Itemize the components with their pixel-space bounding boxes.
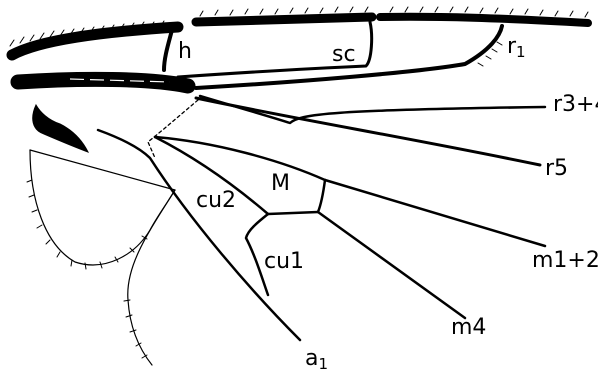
calypter-hairs [27,180,147,358]
m-crossvein [318,180,325,212]
label-h: h [178,41,192,63]
axillary-line [30,150,175,190]
label-sc: sc [332,44,356,66]
humeral-crossvein [164,30,172,70]
label-m4: m4 [451,317,486,339]
label-r34: r3+4 [553,94,598,116]
label-a1: a1 [305,348,328,372]
label-M: M [271,173,290,195]
calypter-margin-2 [128,190,175,365]
label-cu2: cu2 [196,190,236,212]
basal-dashes [148,100,198,158]
calypter-margin [30,150,175,265]
label-m12: m1+2 [532,250,598,272]
costa-vein-3 [380,17,588,23]
label-r1-sub: 1 [516,43,526,61]
label-r1-base: r [507,34,516,59]
label-a1-sub: 1 [318,355,328,373]
label-cu1: cu1 [264,251,304,273]
m4-vein [318,212,465,318]
m12-vein [325,180,545,246]
label-r1: r1 [507,36,526,60]
label-a1-base: a [305,346,318,371]
alula [33,105,88,152]
label-r5: r5 [545,158,568,180]
mcu-crossvein [268,212,318,214]
media-stem [155,137,325,180]
costa-vein-2 [196,17,372,22]
costa-vein [12,27,178,55]
